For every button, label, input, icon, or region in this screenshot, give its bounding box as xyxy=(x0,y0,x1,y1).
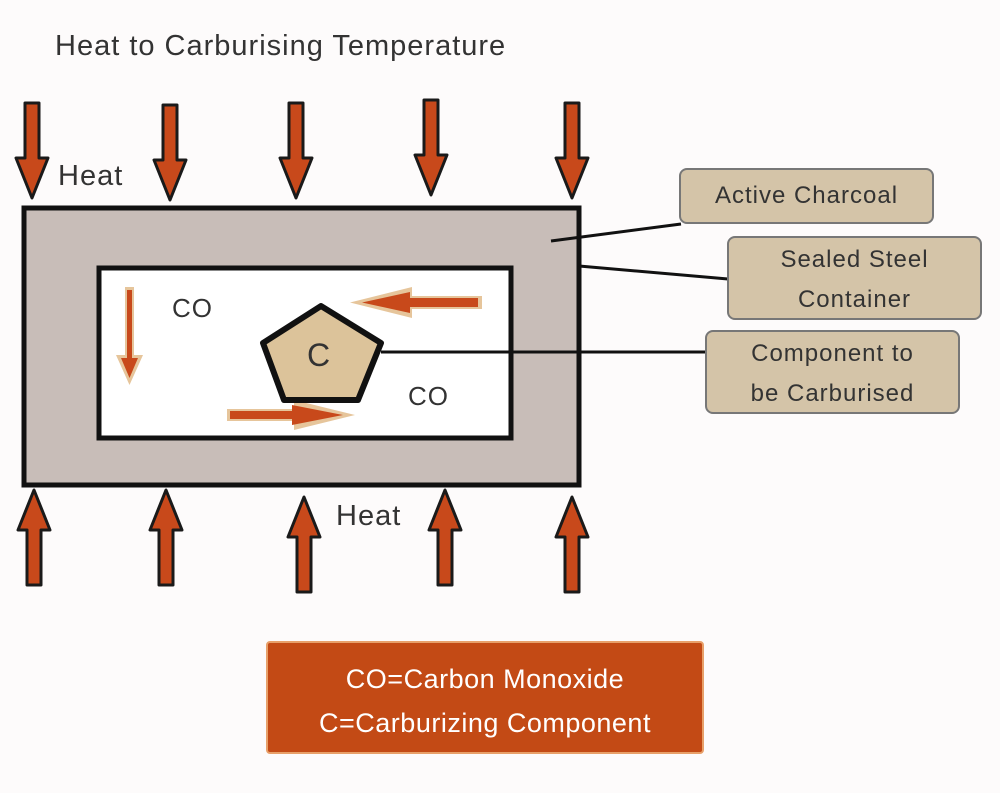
heat-arrow-bottom-2 xyxy=(148,488,184,587)
legend-box: CO=Carbon Monoxide C=Carburizing Compone… xyxy=(266,641,704,754)
callout-component-line1: Component to xyxy=(751,340,914,367)
leader-line-charcoal xyxy=(550,222,682,243)
leader-line-container xyxy=(578,264,729,281)
component-letter: C xyxy=(307,337,331,373)
callout-sealed-container-line1: Sealed Steel xyxy=(780,246,929,273)
legend-line-co: CO=Carbon Monoxide xyxy=(345,664,625,694)
heat-arrow-top-3 xyxy=(278,101,314,200)
co-flow-arrow-right xyxy=(227,400,355,430)
callout-sealed-container-line2: Container xyxy=(797,286,912,313)
heat-label-bottom: Heat xyxy=(336,500,402,532)
callout-active-charcoal: Active Charcoal xyxy=(679,168,934,224)
heat-arrow-top-1 xyxy=(14,101,50,200)
callout-sealed-container: Sealed Steel Container xyxy=(727,236,982,320)
heat-label-top: Heat xyxy=(58,160,124,192)
co-flow-arrow-left xyxy=(350,287,482,318)
heat-arrow-top-5 xyxy=(554,101,590,200)
heat-arrow-top-4 xyxy=(413,98,449,197)
co-label-left: CO xyxy=(172,293,213,323)
heat-arrow-top-2 xyxy=(152,103,188,202)
co-label-right: CO xyxy=(408,381,449,411)
callout-component: Component to be Carburised xyxy=(705,330,960,414)
heat-arrow-bottom-3 xyxy=(286,495,322,594)
component-pentagon xyxy=(260,303,384,403)
heat-arrow-bottom-4 xyxy=(427,488,463,587)
heat-arrow-bottom-5 xyxy=(554,495,590,594)
callout-active-charcoal-text: Active Charcoal xyxy=(714,182,899,209)
legend-line-c: C=Carburizing Component xyxy=(319,708,651,738)
diagram-title: Heat to Carburising Temperature xyxy=(55,30,507,62)
callout-component-line2: be Carburised xyxy=(750,380,915,407)
heat-arrow-bottom-1 xyxy=(16,488,52,587)
co-flow-arrow-down xyxy=(116,287,143,385)
